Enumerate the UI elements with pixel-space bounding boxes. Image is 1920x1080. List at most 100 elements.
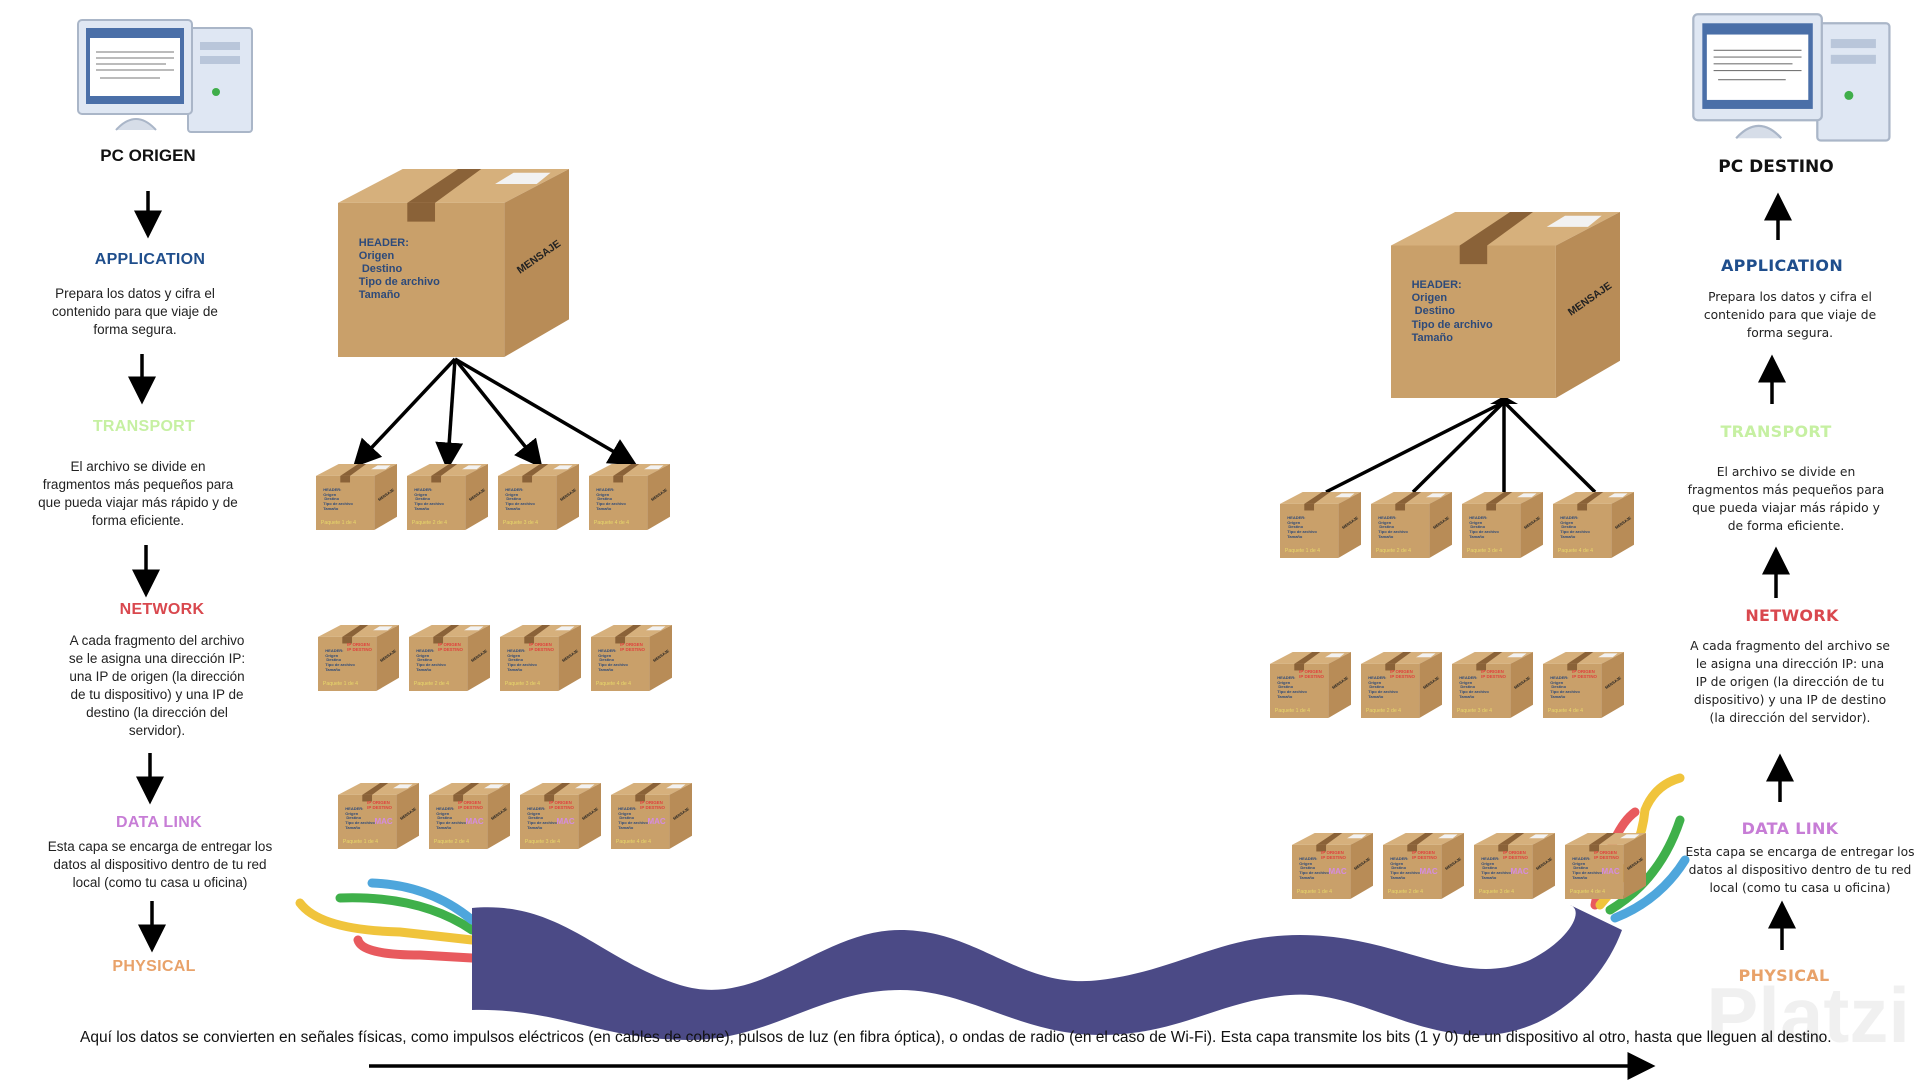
ip-line: IP DESTINO [1321, 855, 1346, 861]
ip-line: IP ORIGEN [529, 642, 552, 648]
header-line: Tamaño [1368, 693, 1384, 699]
wire-green-right [1605, 815, 1685, 915]
header-line: Origen [358, 249, 395, 262]
ip-line: IP ORIGEN [1481, 669, 1504, 675]
header-line: Destino [345, 815, 362, 821]
box-shape [429, 783, 510, 849]
header-line: Tipo de archivo [414, 501, 444, 507]
header-line: Origen [416, 652, 430, 658]
packet-label: Paquete 3 de 4 [1456, 708, 1493, 715]
header-line: Origen [505, 491, 519, 497]
header-line: Tipo de archivo [1550, 689, 1580, 695]
packet-label: Paquete 1 de 4 [1284, 548, 1321, 555]
header-line: HEADER: [1390, 855, 1409, 861]
ip-line: IP DESTINO [438, 647, 463, 653]
header-line: HEADER: [1560, 514, 1579, 520]
header-line: Tipo de archivo [1390, 870, 1420, 876]
box-shape [1553, 492, 1634, 558]
mac-label: MAC [465, 817, 484, 827]
ip-line: IP DESTINO [1503, 855, 1528, 861]
header-line: Tipo de archivo [1481, 870, 1511, 876]
origin-network-title: NETWORK [119, 601, 205, 618]
wire-red [353, 935, 477, 963]
header-line: Origen [436, 810, 450, 816]
header-line: Origen [1469, 519, 1483, 525]
header-line: Origen [1299, 860, 1313, 866]
ip-line: IP DESTINO [1481, 674, 1506, 680]
ip-line: IP ORIGEN [1594, 850, 1617, 856]
header-line: Tipo de archivo [596, 501, 626, 507]
ip-line: IP ORIGEN [367, 800, 390, 806]
header-line: HEADER: [1459, 674, 1478, 680]
header-line: Origen [1277, 679, 1291, 685]
destination-network-desc: A cada fragmento del archivo se le asign… [1690, 639, 1890, 725]
header-line: Destino [358, 263, 403, 276]
packet-label: Paquete 2 de 4 [433, 839, 470, 846]
header-line: Tipo de archivo [436, 820, 466, 826]
pc-origin-icon [77, 19, 253, 133]
origin-datalink-title: DATA LINK [116, 814, 202, 831]
mac-label: MAC [1601, 867, 1620, 877]
header-line: HEADER: [1299, 855, 1318, 861]
ip-line: IP ORIGEN [640, 800, 663, 806]
box-shape [409, 625, 490, 691]
header-line: Tamaño [414, 505, 430, 511]
merge-arrowhead [1490, 396, 1518, 404]
ip-line: IP DESTINO [1299, 674, 1324, 680]
header-line: Destino [416, 657, 433, 663]
box-shape [1270, 652, 1351, 718]
destination-application-desc: Prepara los datos y cifra el contenido p… [1703, 290, 1877, 340]
header-line: HEADER: [1572, 855, 1591, 861]
header-line: Tipo de archivo [505, 501, 535, 507]
box-shape [1452, 652, 1533, 718]
header-line: Tamaño [416, 666, 432, 672]
header-line: Origen [325, 652, 339, 658]
ip-line: IP DESTINO [1572, 674, 1597, 680]
header-line: Origen [1368, 679, 1382, 685]
header-line: Origen [1378, 519, 1392, 525]
ip-line: IP ORIGEN [1412, 850, 1435, 856]
header-line: Tamaño [1378, 533, 1394, 539]
ip-line: IP ORIGEN [1299, 669, 1322, 675]
ip-line: IP DESTINO [640, 805, 665, 811]
ip-line: IP DESTINO [367, 805, 392, 811]
header-line: Origen [1572, 860, 1586, 866]
mac-label: MAC [1510, 867, 1529, 877]
packet-label: Paquete 2 de 4 [1387, 889, 1424, 896]
ip-line: IP ORIGEN [1572, 669, 1595, 675]
destination-physical-title: PHYSICAL [1738, 966, 1830, 985]
header-line: HEADER: [618, 805, 637, 811]
box-shape [1543, 652, 1624, 718]
header-line: Destino [325, 657, 342, 663]
header-line: Tipo de archivo [323, 501, 353, 507]
wire-blue [367, 878, 477, 925]
destination-datalink-title: DATA LINK [1741, 819, 1839, 838]
mac-label: MAC [556, 817, 575, 827]
header-line: HEADER: [345, 805, 364, 811]
packet-label: Paquete 3 de 4 [502, 520, 539, 527]
packet-label: Paquete 2 de 4 [1365, 708, 1402, 715]
header-line: Destino [1459, 684, 1476, 690]
physical-description: Aquí los datos se convierten en señales … [80, 1029, 1832, 1046]
packet-label: Paquete 4 de 4 [595, 681, 632, 688]
header-line: Tamaño [436, 824, 452, 830]
origin-application-desc: Prepara los datos y cifra el contenido p… [52, 286, 218, 337]
header-line: Tipo de archivo [1287, 529, 1317, 535]
packet-label: Paquete 3 de 4 [1466, 548, 1503, 555]
header-line: Tipo de archivo [598, 662, 628, 668]
